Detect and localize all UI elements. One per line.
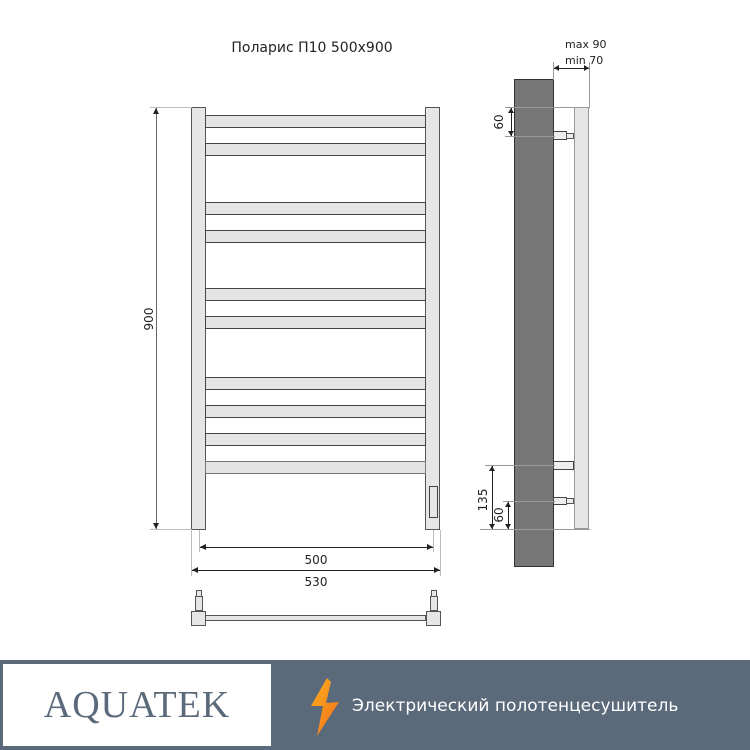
inner-width-extension-left [199, 530, 200, 552]
drawing-title: Поларис П10 500x900 [231, 40, 393, 56]
depth-dimension-line [554, 68, 589, 69]
top-bracket [553, 131, 567, 140]
arrow-right-icon [427, 544, 433, 550]
lower-offset-135-label: 135 [476, 488, 490, 512]
arrow-up-icon [505, 502, 511, 507]
depth-extension-left [553, 62, 554, 80]
depth-max-label: max 90 [565, 38, 607, 51]
top-offset-extension-top [505, 107, 590, 108]
lightning-bolt-icon [305, 678, 341, 736]
height-extension-bottom [150, 529, 192, 530]
inner-width-label: 500 [304, 553, 328, 567]
depth-min-label: min 70 [565, 54, 604, 67]
lower-offset-60-label: 60 [492, 507, 506, 523]
rail-bar [205, 115, 426, 128]
outer-width-dimension-line [192, 570, 440, 571]
inner-width-extension-right [433, 530, 434, 552]
bottom-bracket-tip [566, 498, 574, 504]
lower-offset-extension-135 [485, 465, 555, 466]
middle-bracket [553, 461, 574, 470]
top-bracket-tip [566, 133, 574, 139]
lower-offset-extension-60 [503, 501, 555, 502]
top-offset-extension-bottom [505, 136, 555, 137]
heating-control-unit [429, 486, 438, 518]
height-dimension-line [156, 108, 157, 529]
depth-extension-right [589, 62, 590, 107]
arrow-up-icon [153, 108, 159, 114]
top-offset-dimension-line [511, 108, 512, 136]
top-view-bar [205, 615, 426, 621]
lower-offset-135-line [492, 466, 493, 529]
top-view-right-post [426, 611, 441, 626]
top-view-left-stem [195, 596, 203, 611]
rail-bar [205, 377, 426, 390]
rail-bar [205, 143, 426, 156]
height-label: 900 [142, 307, 156, 331]
top-view-right-stem [430, 596, 438, 611]
top-view-left-post [191, 611, 206, 626]
arrow-down-icon [489, 524, 495, 529]
logo-box [3, 664, 271, 746]
rail-bar [205, 230, 426, 243]
arrow-left-icon [554, 65, 559, 71]
right-post [425, 107, 440, 530]
arrow-right-icon [584, 65, 589, 71]
top-offset-label: 60 [492, 114, 506, 130]
left-post [191, 107, 206, 530]
side-rail [574, 107, 589, 529]
arrow-down-icon [508, 131, 514, 136]
lower-offset-60-line [508, 502, 509, 529]
rail-bar [205, 405, 426, 418]
arrow-up-icon [508, 108, 514, 113]
rail-bar [205, 202, 426, 215]
wall [514, 79, 554, 567]
outer-width-extension-left [191, 530, 192, 576]
arrow-left-icon [200, 544, 206, 550]
inner-width-dimension-line [200, 547, 433, 548]
product-tagline: Электрический полотенцесушитель [352, 696, 679, 716]
rail-bar [205, 288, 426, 301]
lower-offset-baseline [480, 529, 590, 530]
rail-bar [205, 433, 426, 446]
rail-bar [205, 316, 426, 329]
outer-width-label: 530 [304, 575, 328, 589]
arrow-down-icon [153, 523, 159, 529]
bottom-bracket [553, 497, 567, 505]
arrow-down-icon [505, 524, 511, 529]
outer-width-extension-right [440, 530, 441, 576]
arrow-left-icon [192, 567, 198, 573]
rail-bar [205, 461, 426, 474]
arrow-right-icon [434, 567, 440, 573]
height-extension-top [150, 107, 192, 108]
arrow-up-icon [489, 466, 495, 471]
brand-logo: AQUATEK [43, 684, 231, 726]
